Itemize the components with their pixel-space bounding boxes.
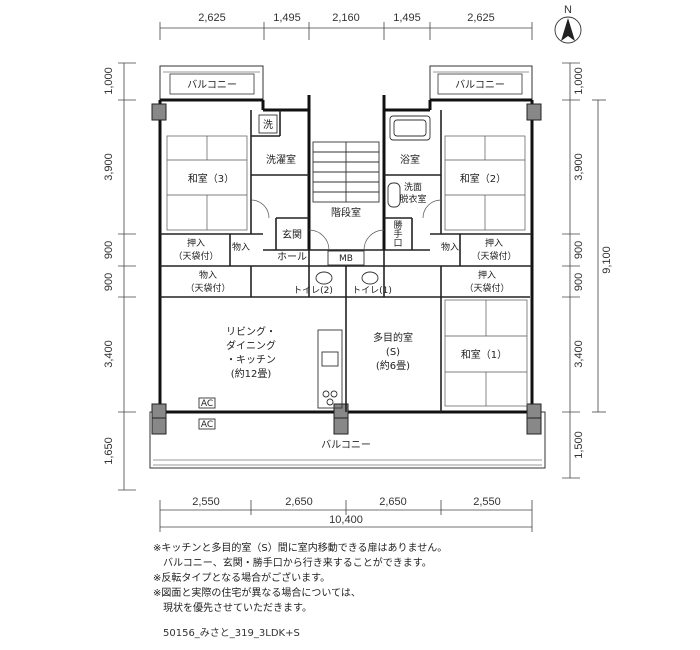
left-dimension-line bbox=[118, 62, 136, 491]
compass-label: N bbox=[564, 4, 572, 16]
storage-left-2-label-2: （天袋付） bbox=[185, 282, 230, 294]
washer-label: 洗 bbox=[263, 119, 273, 131]
bottom-dim-1: 2,550 bbox=[192, 496, 220, 508]
toilet-2-label: トイレ(2) bbox=[293, 286, 333, 296]
note-line: ※キッチンと多目的室（S）間に室内移動できる扉はありません。 bbox=[153, 543, 448, 554]
right-dim-2: 3,900 bbox=[573, 153, 585, 181]
note-line: ※反転タイプとなる場合がございます。 bbox=[153, 573, 331, 584]
washitsu-3-label: 和室（3） bbox=[188, 172, 234, 185]
washroom-label-1: 洗面 bbox=[404, 181, 422, 193]
tatami-mats bbox=[166, 135, 528, 407]
right-dimension-line bbox=[562, 62, 606, 479]
north-arrow-icon bbox=[554, 16, 582, 44]
service-door-label-3: 口 bbox=[393, 239, 402, 249]
ac-label-2: AC bbox=[201, 420, 213, 430]
top-dim-2: 1,495 bbox=[273, 12, 301, 24]
door-swings bbox=[250, 199, 442, 251]
bottom-dim-2: 2,650 bbox=[285, 496, 313, 508]
closet-right-label-2: （天袋付） bbox=[471, 250, 516, 262]
note-line: 現状を優先させていただきます。 bbox=[153, 603, 312, 614]
storage-left-label: 物入 bbox=[232, 241, 250, 253]
storage-left-2-label-1: 物入 bbox=[199, 269, 217, 281]
note-line: ※図面と実際の住宅が異なる場合については、 bbox=[153, 588, 361, 599]
washitsu-1-label: 和室（1） bbox=[461, 348, 507, 361]
bottom-dim-total: 10,400 bbox=[329, 514, 363, 526]
service-door-label-2: 手 bbox=[393, 228, 402, 240]
right-dim-4: 900 bbox=[573, 273, 585, 291]
laundry-room-label: 洗濯室 bbox=[266, 153, 296, 166]
balcony-top-left-label: バルコニー bbox=[187, 79, 237, 91]
structural-columns bbox=[151, 103, 542, 435]
bottom-dimension-line bbox=[159, 500, 533, 532]
ldk-label-4: (約12畳) bbox=[231, 367, 272, 380]
left-dim-4: 900 bbox=[103, 273, 115, 291]
floor-plan: 2,625 1,495 2,160 1,495 2,625 N 1,000 3,… bbox=[103, 4, 613, 532]
right-dim-3: 900 bbox=[573, 241, 585, 259]
bathroom-label: 浴室 bbox=[400, 153, 420, 166]
left-dim-2: 3,900 bbox=[103, 153, 115, 181]
ldk-label-3: ・キッチン bbox=[226, 354, 276, 366]
closet-left-label-1: 押入 bbox=[187, 237, 205, 249]
bottom-dim-3: 2,650 bbox=[379, 496, 407, 508]
service-door-label-1: 勝 bbox=[393, 219, 402, 231]
balcony-bottom-label: バルコニー bbox=[321, 439, 371, 451]
stairwell-label: 階段室 bbox=[331, 206, 361, 219]
left-dim-5: 3,400 bbox=[103, 340, 115, 368]
right-dim-1: 1,000 bbox=[573, 67, 585, 95]
bottom-dim-4: 2,550 bbox=[473, 496, 501, 508]
top-dim-5: 2,625 bbox=[467, 12, 495, 24]
left-dim-6: 1,650 bbox=[103, 437, 115, 465]
top-dim-1: 2,625 bbox=[198, 12, 226, 24]
left-dim-3: 900 bbox=[103, 241, 115, 259]
closet-left-label-2: （天袋付） bbox=[173, 250, 218, 262]
closet-right-label-1: 押入 bbox=[485, 237, 503, 249]
closet-right-2-label-2: （天袋付） bbox=[464, 282, 509, 294]
fixtures bbox=[198, 114, 431, 430]
notes: ※キッチンと多目的室（S）間に室内移動できる扉はありません。 バルコニー、玄関・… bbox=[153, 541, 673, 616]
ac-label-1: AC bbox=[201, 399, 213, 409]
multipurpose-room-label-2: (S) bbox=[386, 347, 400, 358]
top-dim-4: 1,495 bbox=[393, 12, 421, 24]
multipurpose-room-label-1: 多目的室 bbox=[373, 331, 413, 344]
entrance-label: 玄関 bbox=[282, 228, 302, 241]
top-dimension-line bbox=[159, 22, 533, 40]
note-line: バルコニー、玄関・勝手口から行き来することができます。 bbox=[153, 558, 432, 569]
hall-label: ホール bbox=[277, 251, 307, 263]
right-dim-6: 1,500 bbox=[573, 431, 585, 459]
left-dim-1: 1,000 bbox=[103, 67, 115, 95]
storage-right-label: 物入 bbox=[441, 241, 459, 253]
multipurpose-room-label-3: (約6畳) bbox=[376, 359, 410, 372]
toilet-1-label: トイレ(1) bbox=[352, 286, 392, 296]
washitsu-2-label: 和室（2） bbox=[460, 172, 506, 185]
right-dim-total: 9,100 bbox=[601, 246, 613, 274]
ldk-label-2: ダイニング bbox=[226, 339, 276, 352]
exterior-walls bbox=[158, 95, 534, 414]
top-dim-3: 2,160 bbox=[332, 12, 360, 24]
washroom-label-2: 脱衣室 bbox=[399, 193, 426, 205]
plan-caption: 50156_みさと_319_3LDK+S bbox=[163, 628, 300, 639]
interior-walls bbox=[160, 110, 532, 412]
right-dim-5: 3,400 bbox=[573, 340, 585, 368]
mb-label: MB bbox=[339, 254, 353, 264]
balcony-top-right-label: バルコニー bbox=[455, 79, 505, 91]
closet-right-2-label-1: 押入 bbox=[478, 269, 496, 281]
ldk-label-1: リビング・ bbox=[226, 325, 276, 338]
